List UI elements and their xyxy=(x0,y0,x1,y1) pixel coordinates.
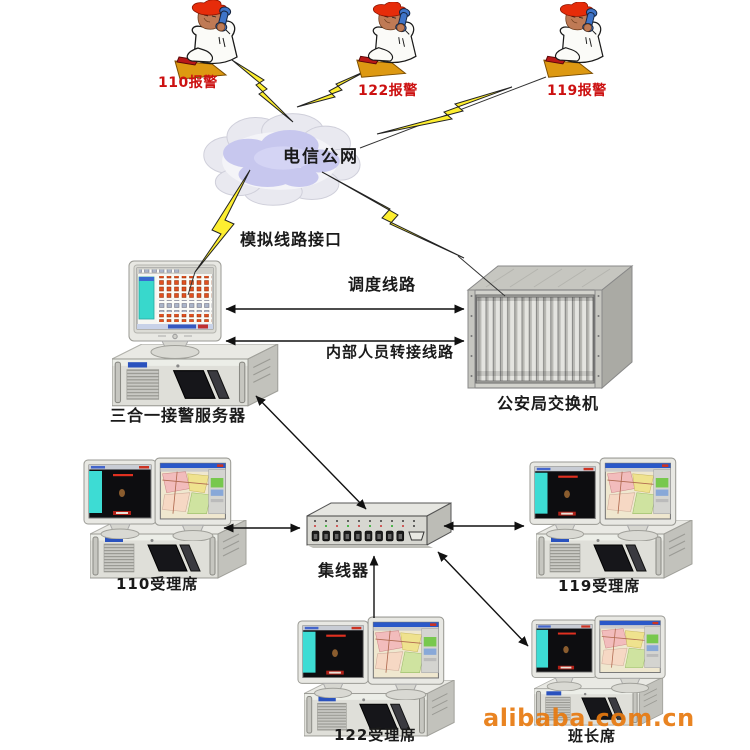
dispatch-line-label: 调度线路 xyxy=(348,275,417,294)
seat-110-label: 110受理席 xyxy=(116,575,199,593)
cloud-label: 电信公网 xyxy=(283,147,359,167)
line-hub-chief xyxy=(437,551,529,647)
seat-119-label: 119受理席 xyxy=(558,577,641,595)
seat-122-label: 122受理席 xyxy=(334,726,417,744)
line-bolt-to-switch xyxy=(457,255,506,297)
internal-transfer-label: 内部人员转接线路 xyxy=(326,343,455,361)
watermark: alibaba.com.cn xyxy=(483,704,695,732)
lightning-cloud-switch-icon xyxy=(321,171,465,259)
lightning-110-cloud-icon xyxy=(231,59,294,123)
caller-122-label: 122报警 xyxy=(358,83,418,99)
police-switch-icon xyxy=(467,265,633,389)
line-server-hub xyxy=(255,395,367,510)
lightning-122-cloud-icon xyxy=(296,69,369,108)
lightning-cloud-server-icon xyxy=(194,169,251,273)
caller-119-icon xyxy=(543,2,604,78)
lightning-119-cloud-icon xyxy=(376,86,513,135)
caller-119-label: 119报警 xyxy=(547,83,607,99)
server-label: 三合一接警服务器 xyxy=(110,406,247,425)
caller-110-label: 110报警 xyxy=(158,75,218,91)
caller-110-icon xyxy=(174,0,238,80)
line-bolt-to-server xyxy=(187,271,196,296)
police-switch-label: 公安局交换机 xyxy=(497,394,600,413)
server-monitor-icon xyxy=(128,260,222,359)
hub-icon xyxy=(306,502,452,549)
caller-122-icon xyxy=(356,2,417,78)
analog-interface-label: 模拟线路接口 xyxy=(240,230,343,249)
seat-chief-label: 班长席 xyxy=(568,727,617,745)
hub-label: 集线器 xyxy=(318,561,370,580)
